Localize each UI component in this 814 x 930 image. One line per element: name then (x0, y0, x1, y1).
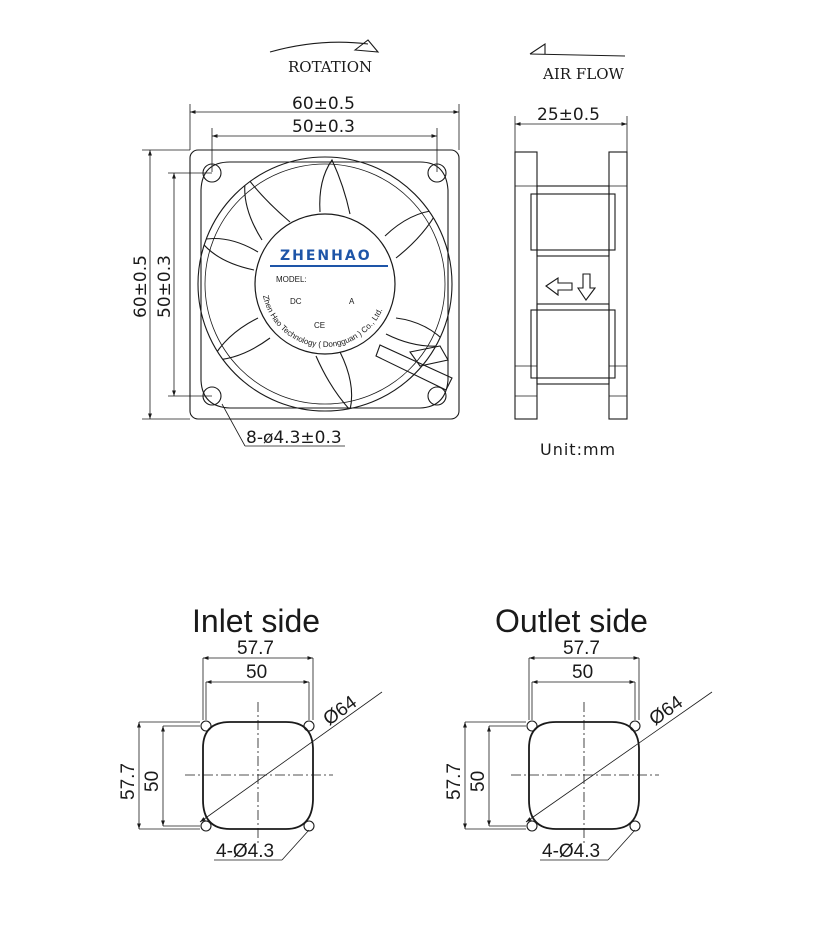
hub-label: ZHENHAO MODEL: DC A CE Zhen Hao Technolo… (254, 213, 396, 355)
svg-text:50: 50 (246, 662, 267, 683)
svg-text:57.7: 57.7 (237, 638, 274, 659)
airflow-left-arrow (545, 276, 573, 297)
svg-text:60±0.5: 60±0.5 (131, 255, 151, 318)
mount-hole (629, 820, 641, 832)
outlet-title: Outlet side (495, 603, 648, 639)
dim-holes: 8-ø4.3±0.3 (221, 403, 345, 448)
mount-hole (427, 386, 447, 406)
mount-hole (303, 720, 315, 732)
side-view: AIR FLOW 25±0.5 Unit:mm (514, 42, 628, 459)
svg-text:50: 50 (468, 771, 489, 792)
rotation-label: ROTATION (288, 58, 372, 76)
dim-overall-height: 60±0.5 (131, 149, 190, 420)
outlet-side-view: Outlet side 57.7 50 57.7 50 Ø64 4-Ø4.3 (444, 603, 713, 862)
airflow-down-arrow (576, 273, 597, 301)
inlet-frame (202, 721, 314, 830)
mount-hole (629, 720, 641, 732)
dim-hole-height: 50±0.3 (155, 172, 212, 397)
svg-text:57.7: 57.7 (118, 763, 139, 800)
mount-hole (526, 820, 538, 832)
rotation-arrow: ROTATION (269, 39, 380, 76)
mount-hole (526, 720, 538, 732)
svg-text:57.7: 57.7 (444, 763, 465, 800)
front-view: ROTATION 60±0.5 50±0.3 60±0.5 50±0.3 (131, 39, 460, 448)
brand-logo: ZHENHAO (280, 248, 372, 264)
mount-hole (202, 163, 222, 183)
svg-text:50: 50 (142, 771, 163, 792)
inlet-side-view: Inlet side 57.7 50 57.7 50 Ø64 4-Ø4.3 (118, 603, 383, 862)
mount-hole (427, 163, 447, 183)
unit-label: Unit:mm (540, 440, 616, 459)
dim-depth: 25±0.5 (514, 105, 628, 152)
airflow-arrow: AIR FLOW (529, 42, 626, 83)
svg-text:57.7: 57.7 (563, 638, 600, 659)
svg-text:A: A (349, 297, 355, 306)
mount-hole (202, 386, 222, 406)
svg-text:8-ø4.3±0.3: 8-ø4.3±0.3 (246, 428, 342, 448)
ce-mark: CE (314, 321, 325, 330)
mount-hole (200, 720, 212, 732)
dim-overall-width: 60±0.5 (189, 94, 460, 150)
outlet-frame (528, 721, 640, 830)
mount-hole (303, 820, 315, 832)
airflow-label: AIR FLOW (542, 65, 624, 83)
svg-text:50: 50 (572, 662, 593, 683)
svg-text:50±0.3: 50±0.3 (292, 117, 355, 137)
fan-frame (189, 149, 460, 420)
svg-text:4-Ø4.3: 4-Ø4.3 (542, 841, 600, 862)
inlet-title: Inlet side (192, 603, 320, 639)
svg-text:4-Ø4.3: 4-Ø4.3 (216, 841, 274, 862)
mount-hole (200, 820, 212, 832)
svg-text:MODEL:: MODEL: (276, 275, 307, 284)
fan-blades (199, 158, 450, 411)
svg-text:Ø64: Ø64 (320, 692, 362, 730)
svg-text:25±0.5: 25±0.5 (537, 105, 600, 125)
support-strut (375, 344, 453, 391)
svg-text:DC: DC (290, 297, 302, 306)
svg-text:60±0.5: 60±0.5 (292, 94, 355, 114)
svg-text:50±0.3: 50±0.3 (155, 255, 175, 318)
